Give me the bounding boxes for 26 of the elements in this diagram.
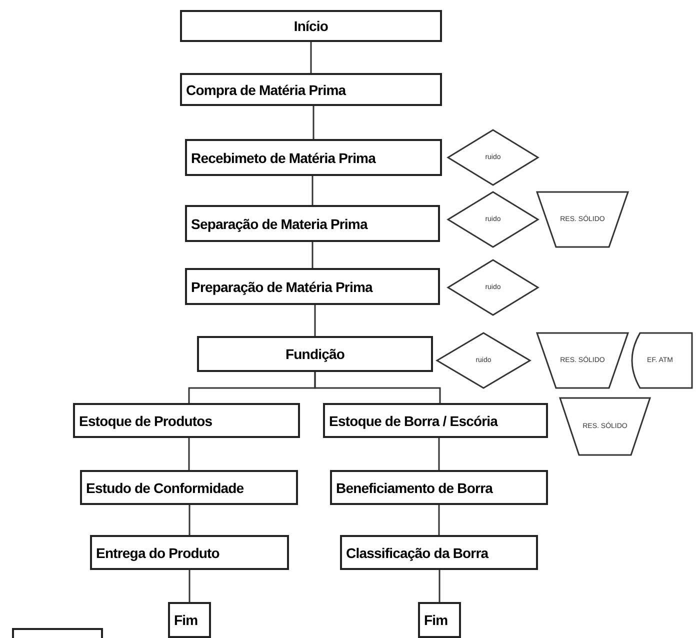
end-box: Fim xyxy=(168,602,211,638)
connector-line xyxy=(438,438,440,470)
connector-line xyxy=(312,242,314,268)
process-box: Estoque de Borra / Escória xyxy=(323,403,548,438)
process-box: Entrega do Produto xyxy=(90,535,289,570)
process-box: Preparação de Matéria Prima xyxy=(185,268,440,305)
connector-line xyxy=(310,42,312,73)
end-box: Fim xyxy=(418,602,461,638)
connector-line xyxy=(312,106,314,139)
process-box: Estoque de Produtos xyxy=(73,403,300,438)
process-box: Compra de Matéria Prima xyxy=(180,73,442,106)
process-box: Separação de Materia Prima xyxy=(185,205,440,242)
connector-line xyxy=(312,176,314,205)
connector-line xyxy=(438,505,440,535)
process-box: Estudo de Conformidade xyxy=(80,470,298,505)
start-box: Início xyxy=(180,10,442,42)
process-box: Recebimeto de Matéria Prima xyxy=(185,139,442,176)
process-box: Beneficiamento de Borra xyxy=(330,470,548,505)
connector-line xyxy=(314,372,441,403)
process-box: Fundição xyxy=(197,336,433,372)
connector-line xyxy=(188,505,190,535)
connector-line xyxy=(438,570,440,602)
process-box: Classificação da Borra xyxy=(340,535,538,570)
connector-line xyxy=(188,570,190,602)
connector-line xyxy=(314,305,316,336)
connector-line xyxy=(188,438,190,470)
